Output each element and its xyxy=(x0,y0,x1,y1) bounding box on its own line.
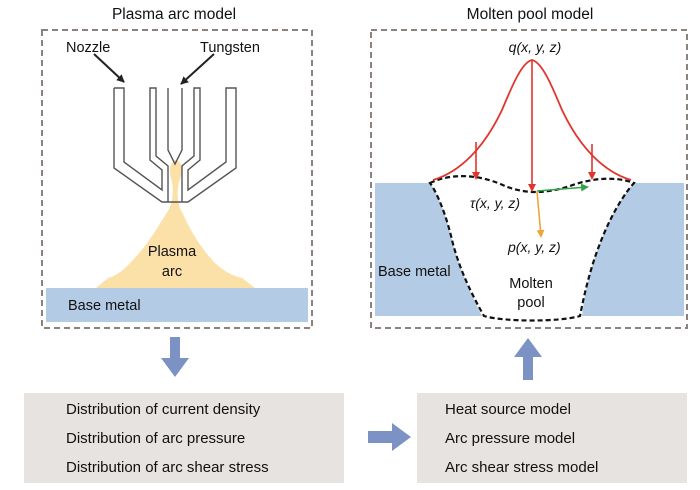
left-output-box: Distribution of current density Distribu… xyxy=(24,393,344,483)
right-base-metal-label: Base metal xyxy=(378,264,451,280)
right-box-line-3: Arc shear stress model xyxy=(445,459,599,476)
left-panel-frame xyxy=(41,29,313,329)
nozzle-label: Nozzle xyxy=(66,40,110,56)
left-base-metal-label: Base metal xyxy=(68,298,141,314)
right-panel-frame xyxy=(370,29,688,329)
right-base-metal-left xyxy=(375,183,482,316)
right-panel-title: Molten pool model xyxy=(467,6,594,23)
left-box-line-2: Distribution of arc pressure xyxy=(66,430,246,447)
tungsten-label: Tungsten xyxy=(200,40,260,56)
up-flow-arrow xyxy=(514,338,542,380)
shear-stress-label: τ(x, y, z) xyxy=(470,195,520,211)
down-flow-arrow xyxy=(161,337,189,377)
left-panel-title: Plasma arc model xyxy=(112,6,236,23)
plasma-label-line2: arc xyxy=(162,264,182,280)
pressure-arrow xyxy=(536,190,545,238)
molten-pool-label-line2: pool xyxy=(517,295,544,311)
left-base-metal xyxy=(46,288,308,322)
molten-pool-boundary xyxy=(428,175,636,322)
tungsten-electrode xyxy=(167,88,183,166)
right-box-line-1: Heat source model xyxy=(445,401,571,418)
left-box-line-3: Distribution of arc shear stress xyxy=(66,459,269,476)
right-base-metal-right xyxy=(582,183,684,316)
left-box-line-1: Distribution of current density xyxy=(66,401,261,418)
pressure-label: p(x, y, z) xyxy=(507,239,561,255)
right-flow-arrow xyxy=(368,423,411,451)
molten-pool-label-line1: Molten xyxy=(509,276,553,292)
tungsten-leader-arrow xyxy=(180,53,215,85)
right-output-box: Heat source model Arc pressure model Arc… xyxy=(417,393,687,483)
plasma-label-line1: Plasma xyxy=(148,244,197,260)
heat-flux-label: q(x, y, z) xyxy=(509,39,562,55)
shear-stress-arrow xyxy=(536,183,589,192)
plasma-arc-shape xyxy=(96,160,255,288)
nozzle-outline xyxy=(113,87,237,203)
right-box-line-2: Arc pressure model xyxy=(445,430,576,447)
nozzle-leader-arrow xyxy=(93,53,125,83)
